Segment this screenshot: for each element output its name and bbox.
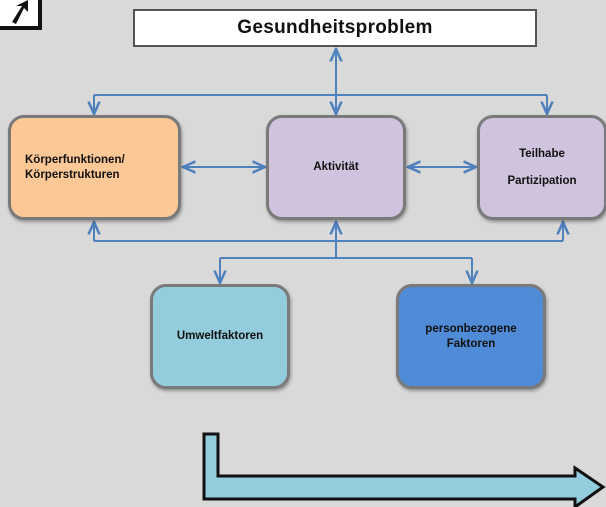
node-umwelt-label: Umweltfaktoren — [176, 330, 264, 343]
node-teilhabe: Teilhabe Partizipation — [477, 115, 606, 220]
title-gesundheitsproblem: Gesundheitsproblem — [133, 9, 537, 47]
title-label: Gesundheitsproblem — [237, 17, 433, 38]
node-umweltfaktoren: Umweltfaktoren — [150, 284, 290, 389]
node-koerper-line1: Körperfunktionen/ — [25, 154, 125, 167]
node-teilhabe-line1: Teilhabe — [519, 148, 565, 161]
bottom-l-arrow — [202, 432, 606, 507]
arrow-cursor-icon — [0, 0, 42, 30]
node-aktivitaet: Aktivität — [266, 115, 406, 220]
node-aktivitaet-label: Aktivität — [313, 161, 359, 174]
node-koerperfunktionen: Körperfunktionen/ Körperstrukturen — [8, 115, 181, 220]
node-personbezogene-faktoren: personbezogene Faktoren — [396, 284, 546, 389]
node-teilhabe-line2: Partizipation — [507, 174, 577, 187]
node-koerper-line2: Körperstrukturen — [25, 168, 120, 181]
node-person-line2: Faktoren — [446, 337, 496, 350]
node-person-line1: personbezogene — [425, 323, 517, 336]
